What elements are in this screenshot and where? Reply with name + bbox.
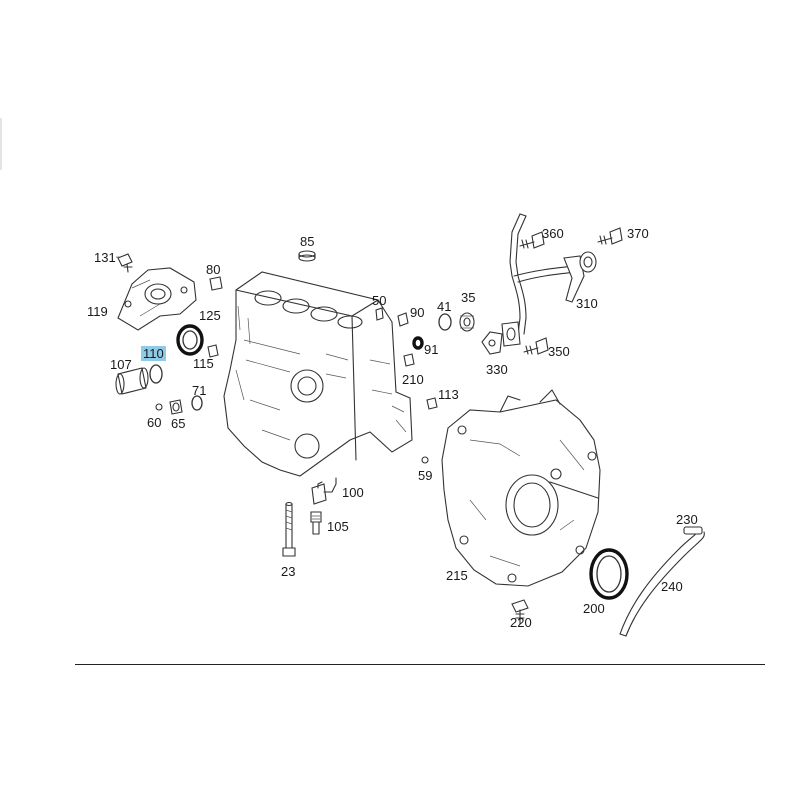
callout-113[interactable]: 113 [438,387,459,402]
callout-91[interactable]: 91 [424,342,439,357]
callout-240[interactable]: 240 [661,579,683,594]
callout-131[interactable]: 131 [94,250,116,265]
callout-360[interactable]: 360 [542,226,564,241]
callout-119[interactable]: 119 [87,304,108,319]
callout-23[interactable]: 23 [281,564,296,579]
o-ring-41[interactable] [438,313,452,331]
o-ring-91[interactable] [412,336,424,350]
callout-60[interactable]: 60 [147,415,162,430]
pin-50[interactable] [375,307,384,321]
callout-100[interactable]: 100 [342,485,364,500]
sensor-105[interactable] [310,511,322,535]
callout-107[interactable]: 107 [110,357,132,372]
callout-35[interactable]: 35 [461,290,476,305]
callout-370[interactable]: 370 [627,226,649,241]
callout-115[interactable]: 115 [193,356,214,371]
coolant-pipe-310[interactable] [501,213,597,347]
sensor-100[interactable] [311,477,337,505]
bolt-350[interactable] [523,337,549,355]
plug-90[interactable] [397,312,409,327]
callout-90[interactable]: 90 [410,305,425,320]
callout-230[interactable]: 230 [676,512,698,527]
callout-215[interactable]: 215 [446,568,468,583]
callout-310[interactable]: 310 [576,296,598,311]
plug-85[interactable] [298,250,316,262]
callout-350[interactable]: 350 [548,344,570,359]
pulley-35[interactable] [459,312,475,332]
bolt-131[interactable] [117,253,133,273]
callout-80[interactable]: 80 [206,262,221,277]
callout-105[interactable]: 105 [327,519,349,534]
vent-hose[interactable] [619,526,705,637]
bracket-330[interactable] [481,331,503,355]
sleeve-115[interactable] [207,344,219,358]
washer-60[interactable] [155,403,163,411]
engine-block[interactable] [223,271,413,477]
dowel-210[interactable] [403,353,415,367]
callout-220[interactable]: 220 [510,615,532,630]
callout-125[interactable]: 125 [199,308,221,323]
plug-65[interactable] [169,399,183,415]
footer-divider [75,664,765,665]
o-ring-110[interactable] [149,364,163,384]
callout-50[interactable]: 50 [372,293,387,308]
callout-210[interactable]: 210 [402,372,424,387]
callout-41[interactable]: 41 [437,299,452,314]
pin-113[interactable] [426,397,438,410]
o-ring-71[interactable] [191,395,203,411]
callout-110-highlighted[interactable]: 110 [141,346,166,361]
page-edge-mark [0,118,2,170]
bolt-360[interactable] [519,231,545,249]
bolt-23[interactable] [282,501,296,557]
bolt-220[interactable] [511,599,529,625]
dowel-80[interactable] [209,276,223,291]
front-cover[interactable] [117,267,197,331]
rear-seal-ring[interactable] [589,548,629,600]
callout-65[interactable]: 65 [171,416,186,431]
bell-housing[interactable] [441,389,601,587]
filter-housing-107[interactable] [115,367,149,395]
callout-330[interactable]: 330 [486,362,508,377]
seal-125[interactable] [176,324,204,356]
callout-85[interactable]: 85 [300,234,315,249]
callout-71[interactable]: 71 [192,383,207,398]
callout-200[interactable]: 200 [583,601,605,616]
callout-59[interactable]: 59 [418,468,433,483]
plug-59[interactable] [421,456,429,464]
bolt-370[interactable] [597,227,623,245]
